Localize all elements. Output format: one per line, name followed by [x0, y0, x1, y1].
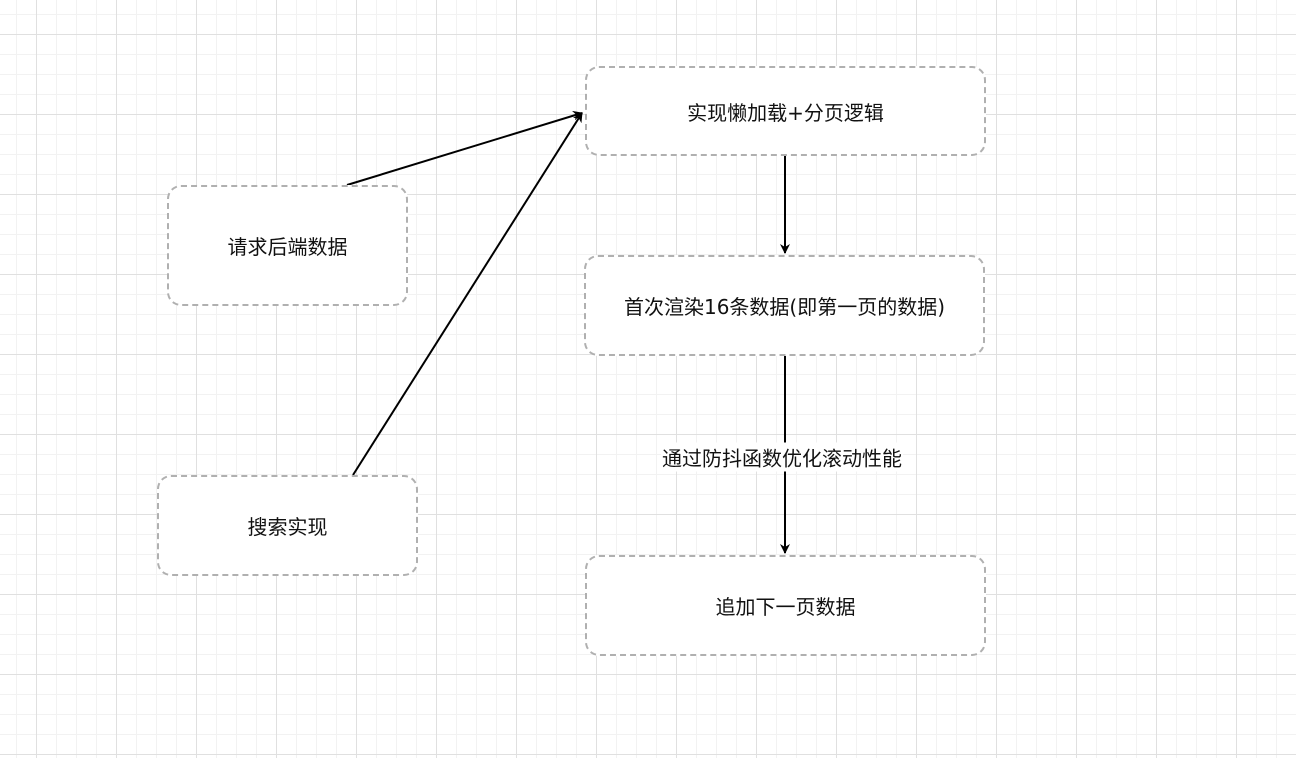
node-append-page[interactable]: 追加下一页数据 — [585, 555, 986, 656]
edge-request-to-lazyload[interactable] — [346, 110, 583, 186]
node-label: 搜索实现 — [247, 515, 328, 539]
node-label: 首次渲染16条数据(即第一页的数据) — [623, 295, 946, 319]
edge-label-debounce: 通过防抖函数优化滚动性能 — [661, 442, 903, 472]
node-search[interactable]: 搜索实现 — [157, 475, 418, 576]
node-first-render[interactable]: 首次渲染16条数据(即第一页的数据) — [584, 255, 985, 356]
node-label: 请求后端数据 — [227, 235, 348, 259]
node-lazy-load[interactable]: 实现懒加载+分页逻辑 — [585, 66, 986, 156]
node-request-backend[interactable]: 请求后端数据 — [167, 185, 408, 306]
node-label: 追加下一页数据 — [715, 595, 856, 619]
edge-search-to-lazyload[interactable] — [352, 112, 583, 476]
node-label: 实现懒加载+分页逻辑 — [687, 100, 884, 125]
